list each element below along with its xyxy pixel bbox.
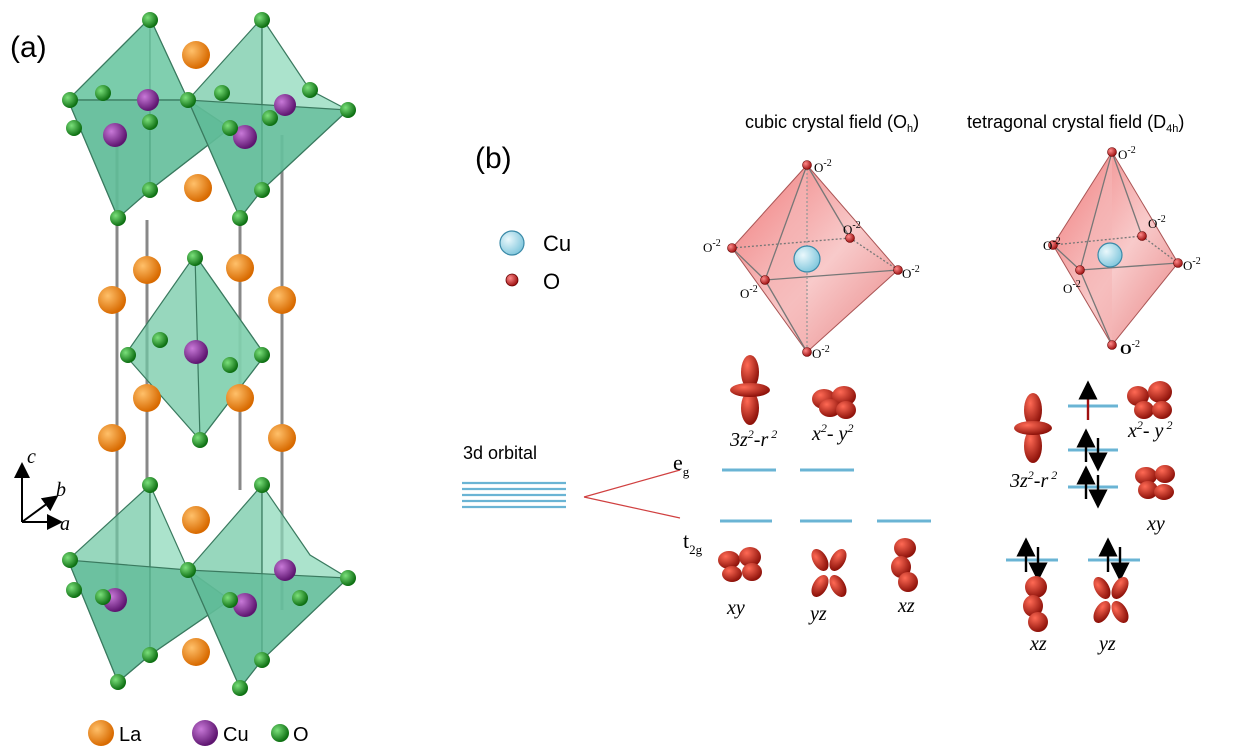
legend-o-swatch [271,724,289,742]
legend-cu-swatch [192,720,218,746]
3d-orbital-label: 3d orbital [463,443,537,463]
axis-a-label: a [60,513,70,535]
svg-text:O-2: O-2 [1063,279,1081,296]
legend-b-cu-label: Cu [543,231,571,256]
cubic-xz-lobe [891,538,918,592]
svg-text:O-2: O-2 [812,344,830,361]
panel-b-legend: Cu O [499,230,571,294]
eg-label: eg [673,450,690,479]
cubic-orbital-lobes [718,355,918,597]
cubic-x2y2-label: x2- y2 [811,421,853,445]
tetragonal-title: tetragonal crystal field (D4h) [967,112,1184,135]
tetra-yz-label: yz [1097,633,1116,655]
tetra-yz-lobe [1093,577,1129,623]
svg-text:O-2: O-2 [1120,339,1140,358]
legend-cu-label: Cu [223,724,249,746]
t2g-label: t2g [683,528,703,557]
tetra-xy-lobe [1135,465,1175,500]
la-atoms [98,41,296,666]
svg-text:O-2: O-2 [703,238,721,255]
tetra-xz-lobe [1023,576,1048,632]
svg-text:O-2: O-2 [1183,256,1201,273]
tetra-x2y2-label: x2- y 2 [1127,418,1172,442]
cuo6-octahedra [66,16,350,690]
cubic-title: cubic crystal field (Oh) [745,112,919,135]
cubic-xy-label: xy [726,597,745,619]
panel-a-label: (a) [10,31,47,64]
tetra-octa-face [1080,152,1112,345]
tetra-x2y2-lobe [1127,381,1172,419]
cubic-xz-label: xz [897,595,915,617]
legend-o-label: O [293,724,309,746]
lattice-axes [14,462,63,530]
cubic-yz-lobe [811,549,847,597]
cubic-oxygen-labels: O-2 O-2 O-2 O-2 O-2 O-2 [703,158,920,361]
legend-la-label: La [119,724,142,746]
tetragonal-octahedron [1048,147,1183,350]
tetragonal-levels [1006,404,1140,562]
cubic-octahedron [727,160,903,357]
legend-b-cu-swatch [499,230,525,256]
svg-text:O-2: O-2 [1148,214,1166,231]
tetragonal-orbital-labels: x2- y 2 3z2-r 2 xy xz yz [1009,418,1172,655]
tetra-xz-label: xz [1029,633,1047,655]
svg-text:O-2: O-2 [1118,145,1136,162]
tetra-xy-label: xy [1146,513,1165,535]
cubic-x2y2-lobe [812,386,856,419]
panel-a-legend: La Cu O [88,720,309,746]
svg-text:O-2: O-2 [1043,236,1061,253]
axis-b-label: b [56,479,66,501]
tetragonal-oxygen-labels: O-2 O-2 O-2 O-2 O-2 O-2 [1043,145,1201,358]
cubic-z2-lobe [730,355,770,425]
o-atoms [62,12,356,696]
cubic-yz-label: yz [808,603,827,625]
la2cuo4-unit-cell [62,12,356,696]
cubic-orbital-labels: 3z2-r 2 x2- y2 xy yz xz [726,421,915,625]
3d-degenerate-levels [462,481,566,509]
cubic-xy-lobe [718,547,762,582]
tetra-z2-label: 3z2-r 2 [1009,468,1057,492]
svg-text:O-2: O-2 [902,264,920,281]
svg-text:O-2: O-2 [740,284,758,301]
cubic-z2-label: 3z2-r 2 [729,427,777,451]
cubic-octa-face [765,165,807,352]
tetra-z2-lobe [1014,393,1052,463]
cubic-levels [720,468,931,523]
splitting-lines [583,469,681,519]
legend-la-swatch [88,720,114,746]
svg-text:O-2: O-2 [814,158,832,175]
panel-b-label: (b) [475,142,512,175]
legend-b-o-label: O [543,269,560,294]
legend-b-o-swatch [505,273,519,287]
svg-text:O-2: O-2 [843,220,861,237]
axis-c-label: c [27,446,36,468]
tetragonal-orbital-lobes [1014,381,1175,632]
electron-arrows [1016,380,1130,582]
